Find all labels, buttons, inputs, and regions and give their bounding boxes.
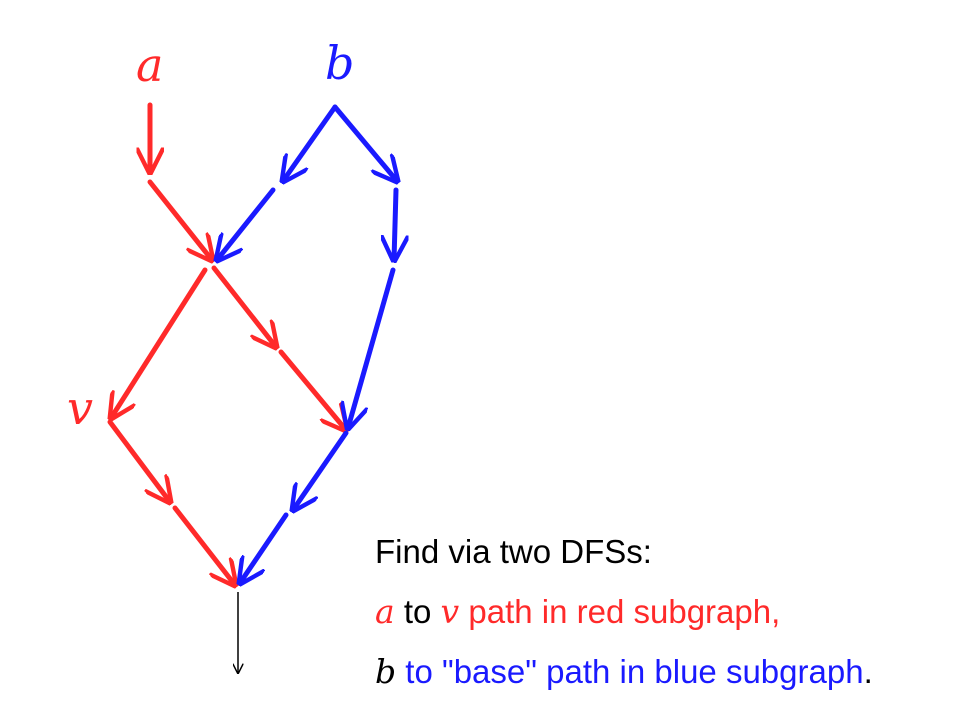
node-label-b: b (325, 36, 354, 90)
caption-to-word: to (394, 593, 441, 630)
caption-var-v: v (440, 592, 460, 631)
edge-b-left-lower (217, 187, 276, 260)
edge-junction-right-lower (278, 349, 346, 430)
caption-line-2: a to v path in red subgraph, (375, 582, 873, 642)
caption-period: . (863, 653, 873, 690)
caption-red-path-text: path in red subgraph, (459, 593, 781, 630)
edge-b-right-upper (332, 104, 397, 181)
caption-line-3: b to "base" path in blue subgraph. (375, 642, 873, 702)
blue-subgraph (217, 104, 397, 583)
edge-right-to-merge (348, 267, 396, 428)
edge-junction-right-upper (211, 265, 276, 347)
caption-blue-path-text: to "base" path in blue subgraph (396, 653, 864, 690)
edge-v-down-lower (172, 505, 235, 585)
node-label-a: a (136, 38, 163, 92)
edge-b-right-lower (394, 187, 396, 260)
node-label-v: v (67, 381, 93, 435)
edge-merge-down-lower (240, 512, 289, 583)
edge-merge-down-upper (293, 430, 349, 510)
edge-v-down-upper (107, 419, 170, 502)
edge-a-to-junction (147, 179, 212, 260)
caption-var-a: a (375, 592, 395, 631)
edge-b-left-upper (283, 104, 338, 181)
red-subgraph (107, 102, 346, 585)
caption-heading: Find via two DFSs: (375, 533, 652, 570)
caption-var-b: b (375, 652, 397, 691)
caption-line-1: Find via two DFSs: (375, 522, 873, 582)
caption: Find via two DFSs: a to v path in red su… (375, 522, 873, 702)
edge-junction-to-v (111, 267, 208, 418)
